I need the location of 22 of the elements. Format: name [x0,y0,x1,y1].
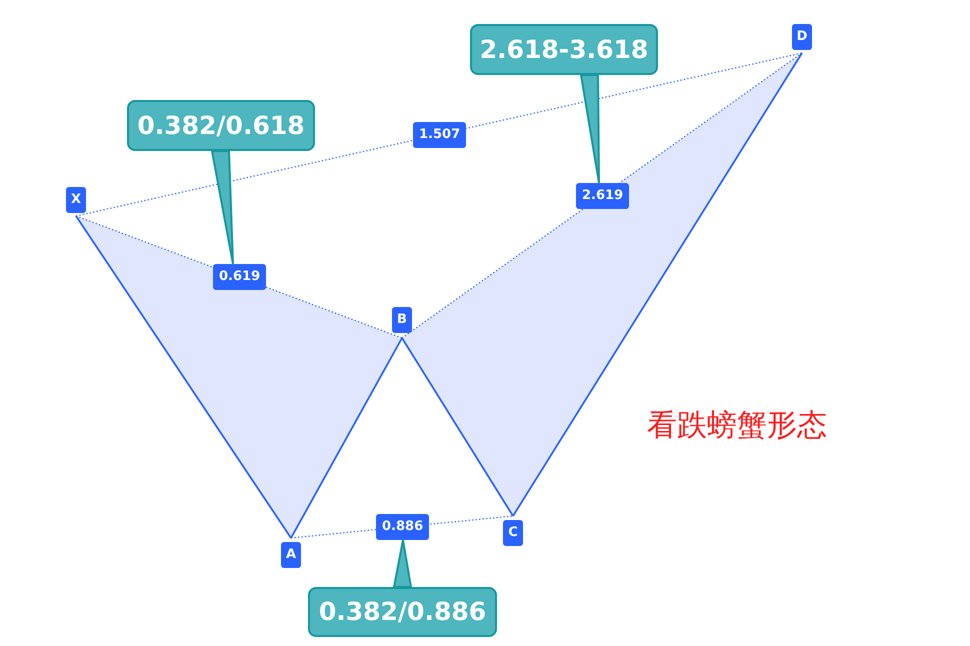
callout-pointer [211,150,234,265]
connector-line [512,52,803,516]
point-label: X [66,187,86,213]
connector-line [75,216,292,538]
point-label: A [281,542,301,568]
connector-line [290,338,403,538]
edge-label: 1.507 [413,122,466,148]
edge-label: 0.886 [376,514,430,540]
point-label: C [503,520,523,546]
point-label: B [392,307,412,333]
callout-bubble: 0.382/0.618 [127,100,315,151]
callout-pointer [393,539,412,588]
dotted-line [402,52,802,338]
callout-bubble: 0.382/0.886 [308,587,497,637]
edge-label: 0.619 [213,264,266,290]
callout-pointer [580,74,600,184]
connector-line [401,338,514,516]
pattern-label: 看跌螃蟹形态 [647,407,827,445]
point-label: D [792,24,812,50]
dotted-line [76,52,802,217]
edge-label: 2.619 [576,183,630,209]
callout-bubble: 2.618-3.618 [470,24,658,75]
